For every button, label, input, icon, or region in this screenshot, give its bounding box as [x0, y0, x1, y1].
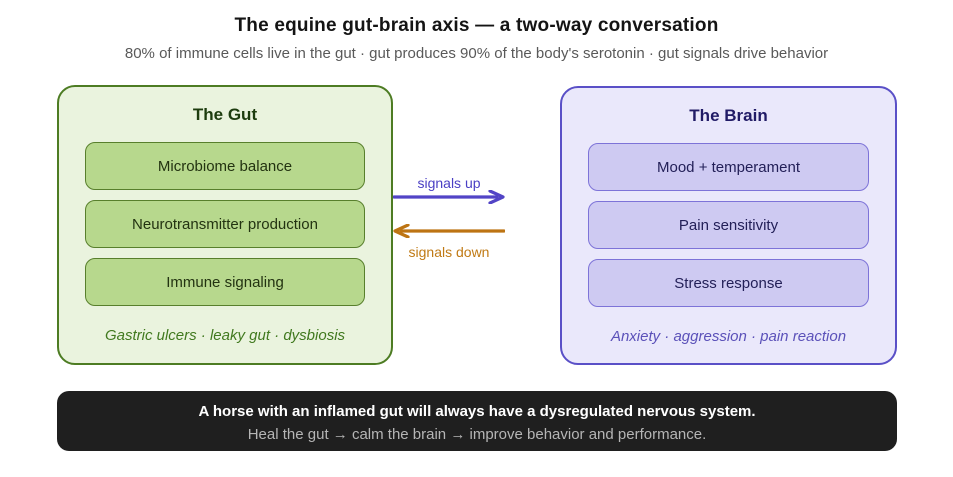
gut-item-neurotransmitter-production: Neurotransmitter production [85, 200, 365, 248]
brain-item-stress-response: Stress response [588, 259, 869, 307]
page-subtitle: 80% of immune cells live in the gut · gu… [124, 45, 829, 62]
footer-banner: A horse with an inflamed gut will always… [57, 391, 897, 451]
footer-headline: A horse with an inflamed gut will always… [198, 403, 756, 420]
brain-panel-title: The Brain [689, 106, 768, 125]
brain-panel: The Brain Mood + temperament Pain sensit… [560, 86, 897, 365]
gut-panel: The Gut Microbiome balance Neurotransmit… [57, 85, 393, 365]
gut-panel-title: The Gut [192, 105, 258, 124]
gut-caption: Gastric ulcers · leaky gut · dysbiosis [104, 327, 346, 344]
signals-up-label: signals up [417, 175, 481, 191]
signals-up-arrow-icon [393, 190, 505, 204]
gut-item-microbiome-balance: Microbiome balance [85, 142, 365, 190]
footer-subtext: Heal the gut → calm the brain → improve … [247, 426, 707, 443]
gut-item-immune-signaling: Immune signaling [85, 258, 365, 306]
brain-items: Mood + temperament Pain sensitivity Stre… [588, 143, 869, 307]
brain-caption: Anxiety · aggression · pain reaction [610, 328, 847, 345]
signals-down-label: signals down [408, 244, 490, 260]
gut-items: Microbiome balance Neurotransmitter prod… [85, 142, 365, 306]
brain-item-pain-sensitivity: Pain sensitivity [588, 201, 869, 249]
signals-down-arrow-icon [393, 224, 505, 238]
brain-item-mood-temperament: Mood + temperament [588, 143, 869, 191]
page-title: The equine gut-brain axis — a two-way co… [234, 15, 719, 36]
